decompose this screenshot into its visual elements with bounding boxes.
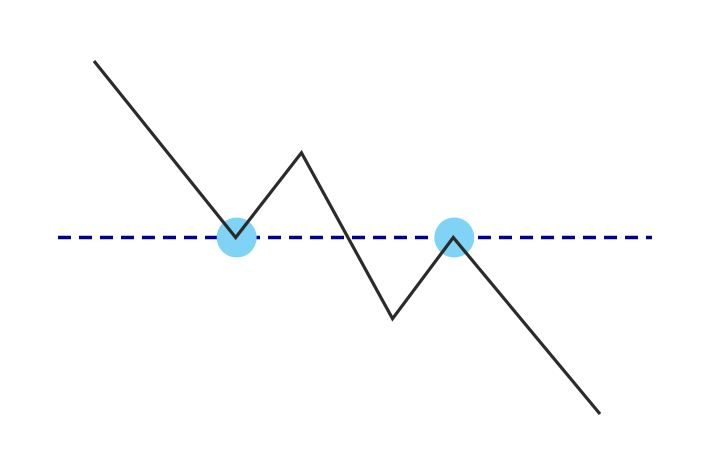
touch-point-highlights (216, 217, 475, 258)
price-line (92, 59, 602, 416)
